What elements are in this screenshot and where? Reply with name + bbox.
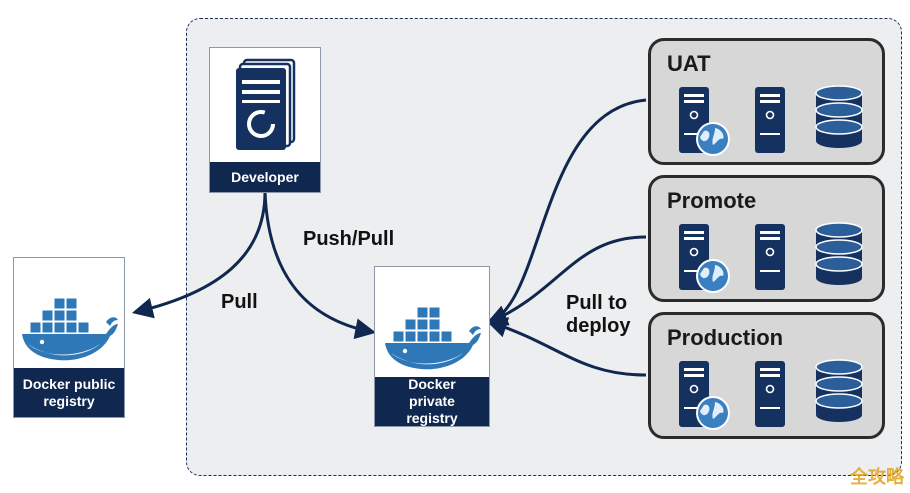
environment-production: Production <box>648 312 885 439</box>
docker-whale-icon <box>375 267 489 379</box>
environment-uat-title: UAT <box>667 51 711 76</box>
edge-promote-to-private-registry <box>486 235 647 326</box>
edge-production-to-private-registry <box>486 317 647 377</box>
edge-label-pull-to-deploy-line2: deploy <box>566 315 631 337</box>
environment-promote-title: Promote <box>667 188 757 213</box>
edge-uat-to-private-registry <box>486 98 647 326</box>
private-registry-label: Docker private registry <box>375 376 489 426</box>
environment-promote: Promote <box>648 175 885 302</box>
edge-label-pull: Pull <box>221 291 258 313</box>
docker-whale-icon <box>14 258 124 370</box>
edge-developer-to-private-registry <box>263 191 377 340</box>
edge-label-push-pull: Push/Pull <box>303 228 395 250</box>
environment-uat: UAT <box>648 38 885 165</box>
environment-uat-icons <box>679 85 863 156</box>
private-registry-node: Docker private registry <box>374 266 490 427</box>
edge-label-pull-to-deploy: Pull to deploy <box>566 292 630 338</box>
edge-label-pull-to-deploy-line1: Pull to <box>566 292 628 314</box>
environment-promote-icons <box>679 222 863 293</box>
developer-node: Developer <box>209 47 321 193</box>
environment-production-title: Production <box>667 325 784 350</box>
public-registry-label: Docker public registry <box>14 368 124 417</box>
developer-label: Developer <box>210 162 320 192</box>
document-stack-icon <box>210 48 320 164</box>
environment-production-icons <box>679 359 863 430</box>
watermark-logo: 全攻略 <box>850 467 904 487</box>
public-registry-node: Docker public registry <box>13 257 125 418</box>
edge-developer-to-public-registry <box>131 191 267 319</box>
